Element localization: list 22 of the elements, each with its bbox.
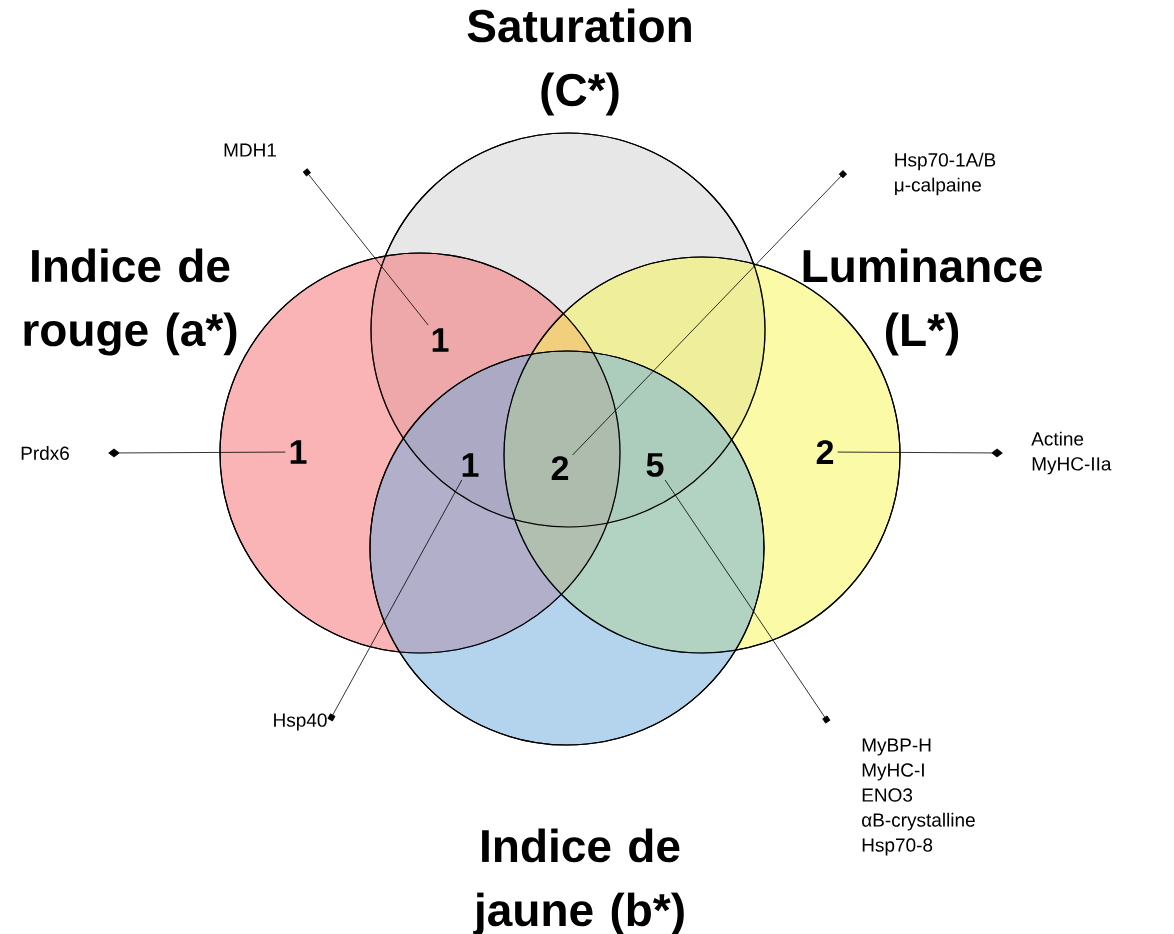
protein-label: MDH1 xyxy=(224,143,276,157)
protein-label: Hsp40 xyxy=(274,713,327,731)
set-heading: Indice de rouge (a*) xyxy=(24,248,237,356)
venn-circle xyxy=(369,350,765,746)
count-number: 1 xyxy=(462,453,479,477)
protein-list: Hsp70-1A/B μ-calpaine xyxy=(895,152,996,196)
count-number: 2 xyxy=(551,456,569,480)
leader-line xyxy=(664,479,831,724)
count-number: 5 xyxy=(646,453,664,477)
protein-label: Prdx6 xyxy=(21,446,69,460)
count-number: 2 xyxy=(816,440,834,464)
leader-line xyxy=(837,448,1003,458)
protein-list: MyBP-H MyHC-I ENO3 αB-crystalline Hsp70-8 xyxy=(862,738,975,856)
set-heading: Luminance (L*) xyxy=(803,248,1042,356)
leader-line xyxy=(572,170,847,456)
count-number: 1 xyxy=(290,440,307,464)
protein-list: Actine MyHC-IIa xyxy=(1031,431,1112,475)
set-heading: Saturation (C*) xyxy=(467,8,691,116)
leader-line xyxy=(108,448,286,458)
leader-line xyxy=(302,168,429,326)
count-number: 1 xyxy=(432,328,449,352)
leader-line xyxy=(327,479,463,722)
